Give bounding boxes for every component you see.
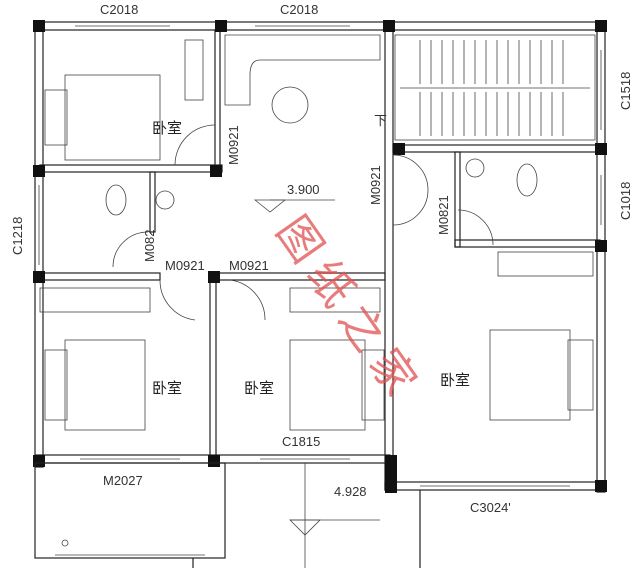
columns: [33, 20, 607, 493]
elevation-label: 3.900: [287, 182, 320, 197]
window-label: C1018: [618, 182, 633, 220]
room-label: 卧室: [244, 379, 274, 397]
room-label: 卧室: [152, 379, 182, 397]
beds: [39, 39, 594, 431]
room-label: 卧室: [152, 119, 182, 137]
elevation-label: 4.928: [334, 484, 367, 499]
window-label: C1518: [618, 72, 633, 110]
door-label: M0921: [229, 258, 269, 273]
watermark: 图纸之家: [266, 207, 432, 413]
balcony: [34, 462, 226, 559]
door-label: M2027: [103, 473, 143, 488]
window-label: C3024': [470, 500, 511, 515]
stair-direction: 下: [374, 113, 387, 128]
door-label: M082: [142, 229, 157, 262]
room-label: 卧室: [440, 371, 470, 389]
elevation-marker-hall: [253, 199, 335, 213]
window-label: C2018: [100, 2, 138, 17]
staircase: [394, 34, 596, 141]
door-swings: [112, 124, 494, 321]
porch: [192, 463, 421, 568]
window-label: C1218: [10, 217, 25, 255]
door-label: M0921: [165, 258, 205, 273]
window-label: C2018: [280, 2, 318, 17]
door-label: M0921: [368, 165, 383, 205]
door-label: M0921: [226, 125, 241, 165]
windows: [38, 25, 602, 487]
window-label: C1815: [282, 434, 320, 449]
elevation-marker-porch: [289, 519, 380, 536]
door-label: M0821: [436, 195, 451, 235]
fixtures: [105, 34, 538, 216]
